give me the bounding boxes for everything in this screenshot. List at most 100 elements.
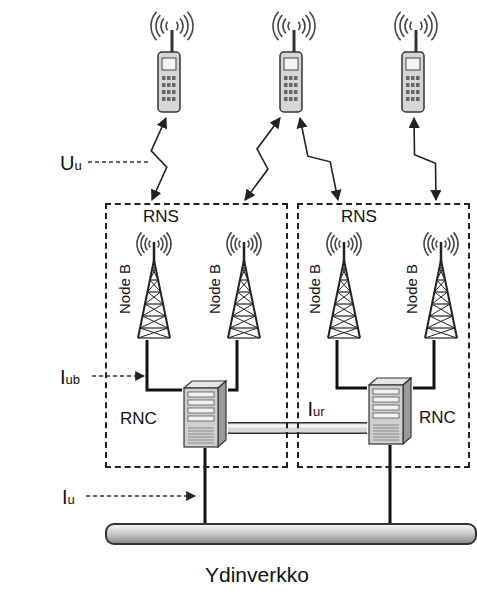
phone-key xyxy=(289,90,293,94)
interface-label: Iu xyxy=(60,486,77,508)
phone-body xyxy=(280,52,302,112)
radio-wave xyxy=(395,12,401,41)
node-label: Node B xyxy=(307,264,324,314)
phone-key xyxy=(167,90,171,94)
radio-wave xyxy=(256,232,261,255)
phone-key xyxy=(284,83,288,87)
interface-label: Iur xyxy=(306,398,327,420)
radio-wave xyxy=(339,241,340,248)
radio-wave xyxy=(288,22,290,30)
radio-wave xyxy=(431,12,437,41)
radio-wave xyxy=(298,22,300,30)
rnc-drawing xyxy=(182,380,228,448)
phone-key xyxy=(284,97,288,101)
radio-wave xyxy=(156,15,160,37)
radio-wave xyxy=(151,12,157,41)
radio-wave xyxy=(428,15,432,37)
radio-wave xyxy=(327,232,332,255)
rns-region: RNS Node B Node B RNC xyxy=(297,203,470,468)
radio-wave xyxy=(410,22,412,30)
radio-wave xyxy=(283,19,286,34)
node-label: Node B xyxy=(404,264,421,314)
radio-link xyxy=(245,118,280,200)
node-label: RNS xyxy=(341,208,377,227)
rnc-unit: RNC xyxy=(182,380,228,448)
radio-link xyxy=(300,118,338,200)
radio-wave xyxy=(273,12,279,41)
phone-screen xyxy=(284,58,298,70)
phone-key xyxy=(162,83,166,87)
radio-wave xyxy=(227,232,232,255)
phone-key xyxy=(294,83,298,87)
radio-wave xyxy=(351,238,353,250)
phone-key xyxy=(294,76,298,80)
phone-key xyxy=(411,83,415,87)
rnc-drawing xyxy=(367,377,413,445)
phone-key xyxy=(416,83,420,87)
phone-key xyxy=(172,76,176,80)
phone-key xyxy=(411,90,415,94)
radio-wave xyxy=(235,238,237,250)
radio-wave xyxy=(166,22,168,30)
radio-wave xyxy=(141,235,144,253)
mobile-phone xyxy=(273,12,315,112)
node-b-tower: Node B xyxy=(404,230,464,340)
radio-wave xyxy=(184,15,188,37)
wired-link xyxy=(205,448,206,523)
phone-key xyxy=(406,90,410,94)
radio-wave xyxy=(176,22,178,30)
phone-key xyxy=(416,97,420,101)
radio-wave xyxy=(453,232,458,255)
radio-wave xyxy=(149,241,150,248)
radio-wave xyxy=(424,19,427,34)
phone-screen xyxy=(406,58,420,70)
wired-link xyxy=(413,340,434,388)
radio-wave xyxy=(420,22,422,30)
radio-wave xyxy=(445,241,446,248)
phone-key xyxy=(172,97,176,101)
phone-key xyxy=(289,83,293,87)
phone-key xyxy=(411,97,415,101)
radio-link xyxy=(414,118,436,200)
phone-key xyxy=(289,97,293,101)
phone-key xyxy=(162,90,166,94)
mobile-phone xyxy=(395,12,437,112)
phone-key xyxy=(406,83,410,87)
radio-wave xyxy=(331,235,334,253)
node-label: Node B xyxy=(207,264,224,314)
radio-wave xyxy=(158,241,159,248)
interface-label: Uu xyxy=(58,152,84,174)
rns-region: RNSNode BNode BRNC xyxy=(105,203,288,468)
radio-wave xyxy=(424,232,429,255)
radio-wave xyxy=(306,15,310,37)
rnc-unit: RNC xyxy=(367,377,413,445)
radio-link xyxy=(151,118,167,200)
radio-wave xyxy=(137,232,142,255)
phone-key xyxy=(416,90,420,94)
radio-wave xyxy=(428,235,431,253)
wired-link xyxy=(228,340,237,390)
wired-link xyxy=(147,340,182,390)
phone-key xyxy=(162,76,166,80)
radio-wave xyxy=(248,241,249,248)
phone-key xyxy=(416,76,420,80)
radio-wave xyxy=(309,12,315,41)
radio-wave xyxy=(448,238,450,250)
leader-line xyxy=(86,495,195,496)
phone-body xyxy=(402,52,424,112)
radio-wave xyxy=(239,241,240,248)
wired-link xyxy=(390,445,391,523)
radio-wave xyxy=(166,232,171,255)
node-b-tower: Node B xyxy=(207,230,267,340)
phone-key xyxy=(167,83,171,87)
radio-wave xyxy=(251,238,253,250)
mobile-phone xyxy=(151,12,193,112)
node-b-tower: Node B xyxy=(307,230,367,340)
phone-screen xyxy=(162,58,176,70)
radio-wave xyxy=(180,19,183,34)
radio-wave xyxy=(432,238,434,250)
radio-wave xyxy=(145,238,147,250)
network-name: Ydinverkko xyxy=(205,563,309,586)
radio-wave xyxy=(335,238,337,250)
phone-key xyxy=(167,76,171,80)
